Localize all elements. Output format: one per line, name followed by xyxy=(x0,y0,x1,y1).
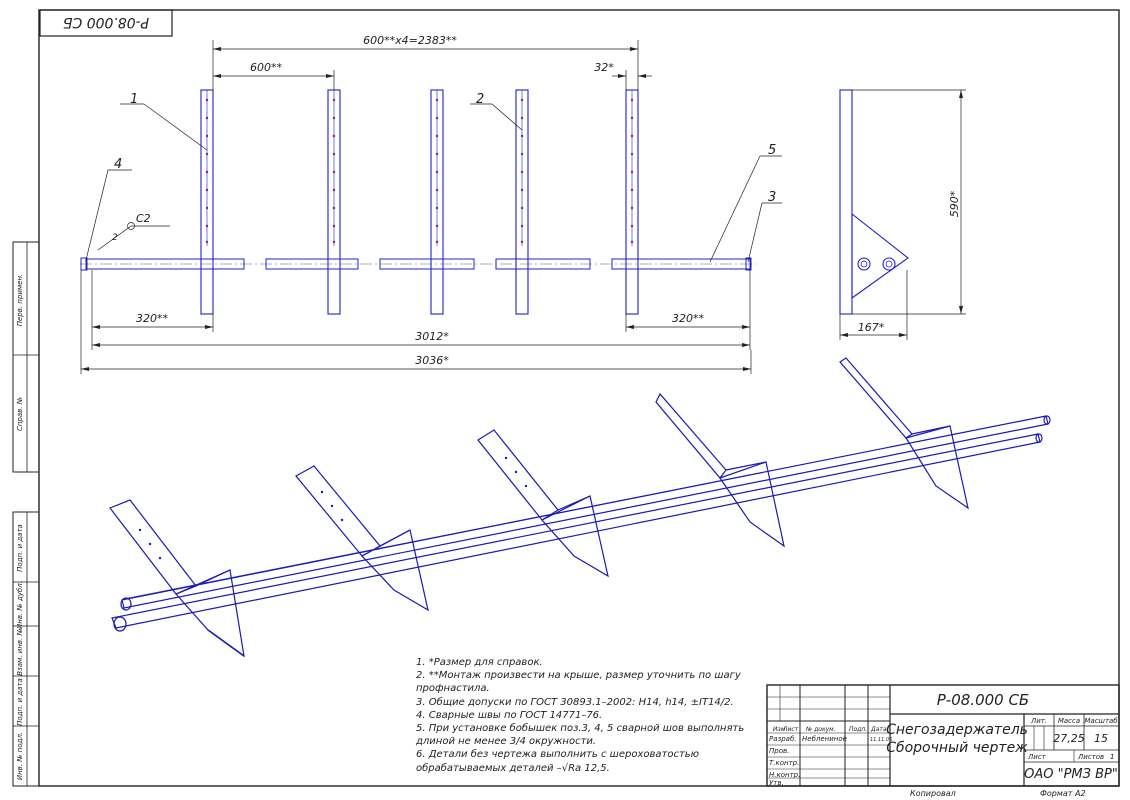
role-developer: Разраб. xyxy=(769,735,797,743)
dimension-lines xyxy=(80,40,752,374)
pos-label-4: 4 xyxy=(114,157,122,172)
side-label: Инв. № дубл. xyxy=(16,581,24,629)
dim-3036: 3036* xyxy=(415,354,449,367)
note-line: 2. **Монтаж произвести на крыше, размер … xyxy=(416,670,741,695)
col-header-sign: Подп. xyxy=(849,726,867,733)
dim-pitch: 600** xyxy=(250,61,282,74)
note-line: 6. Детали без чертежа выполнить с шерохо… xyxy=(416,749,700,774)
side-label: Подп. и дата xyxy=(16,678,24,726)
weld-symbol: С2 xyxy=(136,212,151,225)
developer-name: Неблениное xyxy=(802,735,847,743)
holder-plate xyxy=(200,89,214,315)
pos-label-3: 3 xyxy=(768,190,776,205)
mass-value: 27,25 xyxy=(1053,732,1085,745)
tube-segments xyxy=(80,257,756,271)
holder-plate xyxy=(430,89,444,315)
footer-copied: Копировал xyxy=(910,789,956,798)
isometric-view xyxy=(109,357,1051,658)
note-line: 5. При установке бобышек поз.3, 4, 5 сва… xyxy=(416,723,745,748)
title-subname: Сборочный чертеж xyxy=(886,740,1028,756)
role-ncontrol: Н.контр. xyxy=(769,771,800,779)
developer-date: 11.11.06 xyxy=(870,737,892,743)
sheet-label: Лист xyxy=(1027,753,1047,761)
technical-notes: 1. *Размер для справок. 2. **Монтаж прои… xyxy=(416,656,756,775)
footer-format: Формат А2 xyxy=(1040,789,1086,798)
side-label: Инв. № подл. xyxy=(16,732,24,780)
dim-167: 167* xyxy=(858,321,885,334)
holder-plate xyxy=(515,89,529,315)
title-name: Снегозадержатель xyxy=(886,722,1028,738)
left-binding-strip: Перв. примен. Справ. № Подп. и дата Инв.… xyxy=(12,241,40,787)
top-code-box xyxy=(39,9,173,37)
sheets-label: Листов xyxy=(1077,753,1104,761)
weld-size: 2 xyxy=(112,233,118,243)
dim-590: 590* xyxy=(948,190,961,217)
title-block xyxy=(766,684,1120,787)
mass-label: Масса xyxy=(1058,717,1080,725)
title-code: Р-08.000 СБ xyxy=(937,691,1029,709)
sheets-value: 1 xyxy=(1110,753,1114,761)
dim-32: 32* xyxy=(594,61,614,74)
leaders xyxy=(85,103,782,263)
holder-plate xyxy=(625,89,639,315)
side-label: Взам. инв. № xyxy=(16,628,24,676)
role-check: Пров. xyxy=(769,747,789,755)
side-label: Подп. и дата xyxy=(16,524,24,572)
pos-label-2: 2 xyxy=(476,92,484,107)
dim-320-right: 320** xyxy=(672,312,704,325)
side-view: 590* 167* xyxy=(839,89,966,340)
scale-label: Масштаб xyxy=(1084,717,1118,725)
lit-label: Лит. xyxy=(1030,717,1047,725)
col-header-izm: Изм xyxy=(773,726,786,733)
dim-320-left: 320** xyxy=(136,312,168,325)
note-line: 1. *Размер для справок. xyxy=(416,657,543,668)
col-header-list: Лист xyxy=(782,726,799,733)
note-line: 3. Общие допуски по ГОСТ 30893.1–2002: H… xyxy=(416,696,734,708)
pos-label-5: 5 xyxy=(768,143,776,158)
side-label: Перв. примен. xyxy=(16,274,24,327)
role-tcontrol: Т.контр. xyxy=(769,759,799,767)
pos-label-1: 1 xyxy=(130,92,138,107)
dim-3012: 3012* xyxy=(415,330,449,343)
note-line: 4. Сварные швы по ГОСТ 14771–76. xyxy=(416,709,603,721)
scale-value: 15 xyxy=(1094,732,1108,745)
dim-total: 600**x4=2383** xyxy=(363,34,457,47)
front-view: 600**x4=2383** 600** 32* 320** 320** 301… xyxy=(80,34,782,374)
side-label: Справ. № xyxy=(16,397,24,431)
organization: ОАО "РМЗ ВР" xyxy=(1024,767,1118,782)
top-code-text: Р-08.000 СБ xyxy=(63,14,149,30)
col-header-date: Дата xyxy=(870,726,887,733)
holder-plate xyxy=(327,89,341,315)
role-approve: Утв. xyxy=(769,779,784,787)
col-header-doc: № докум. xyxy=(805,726,836,733)
